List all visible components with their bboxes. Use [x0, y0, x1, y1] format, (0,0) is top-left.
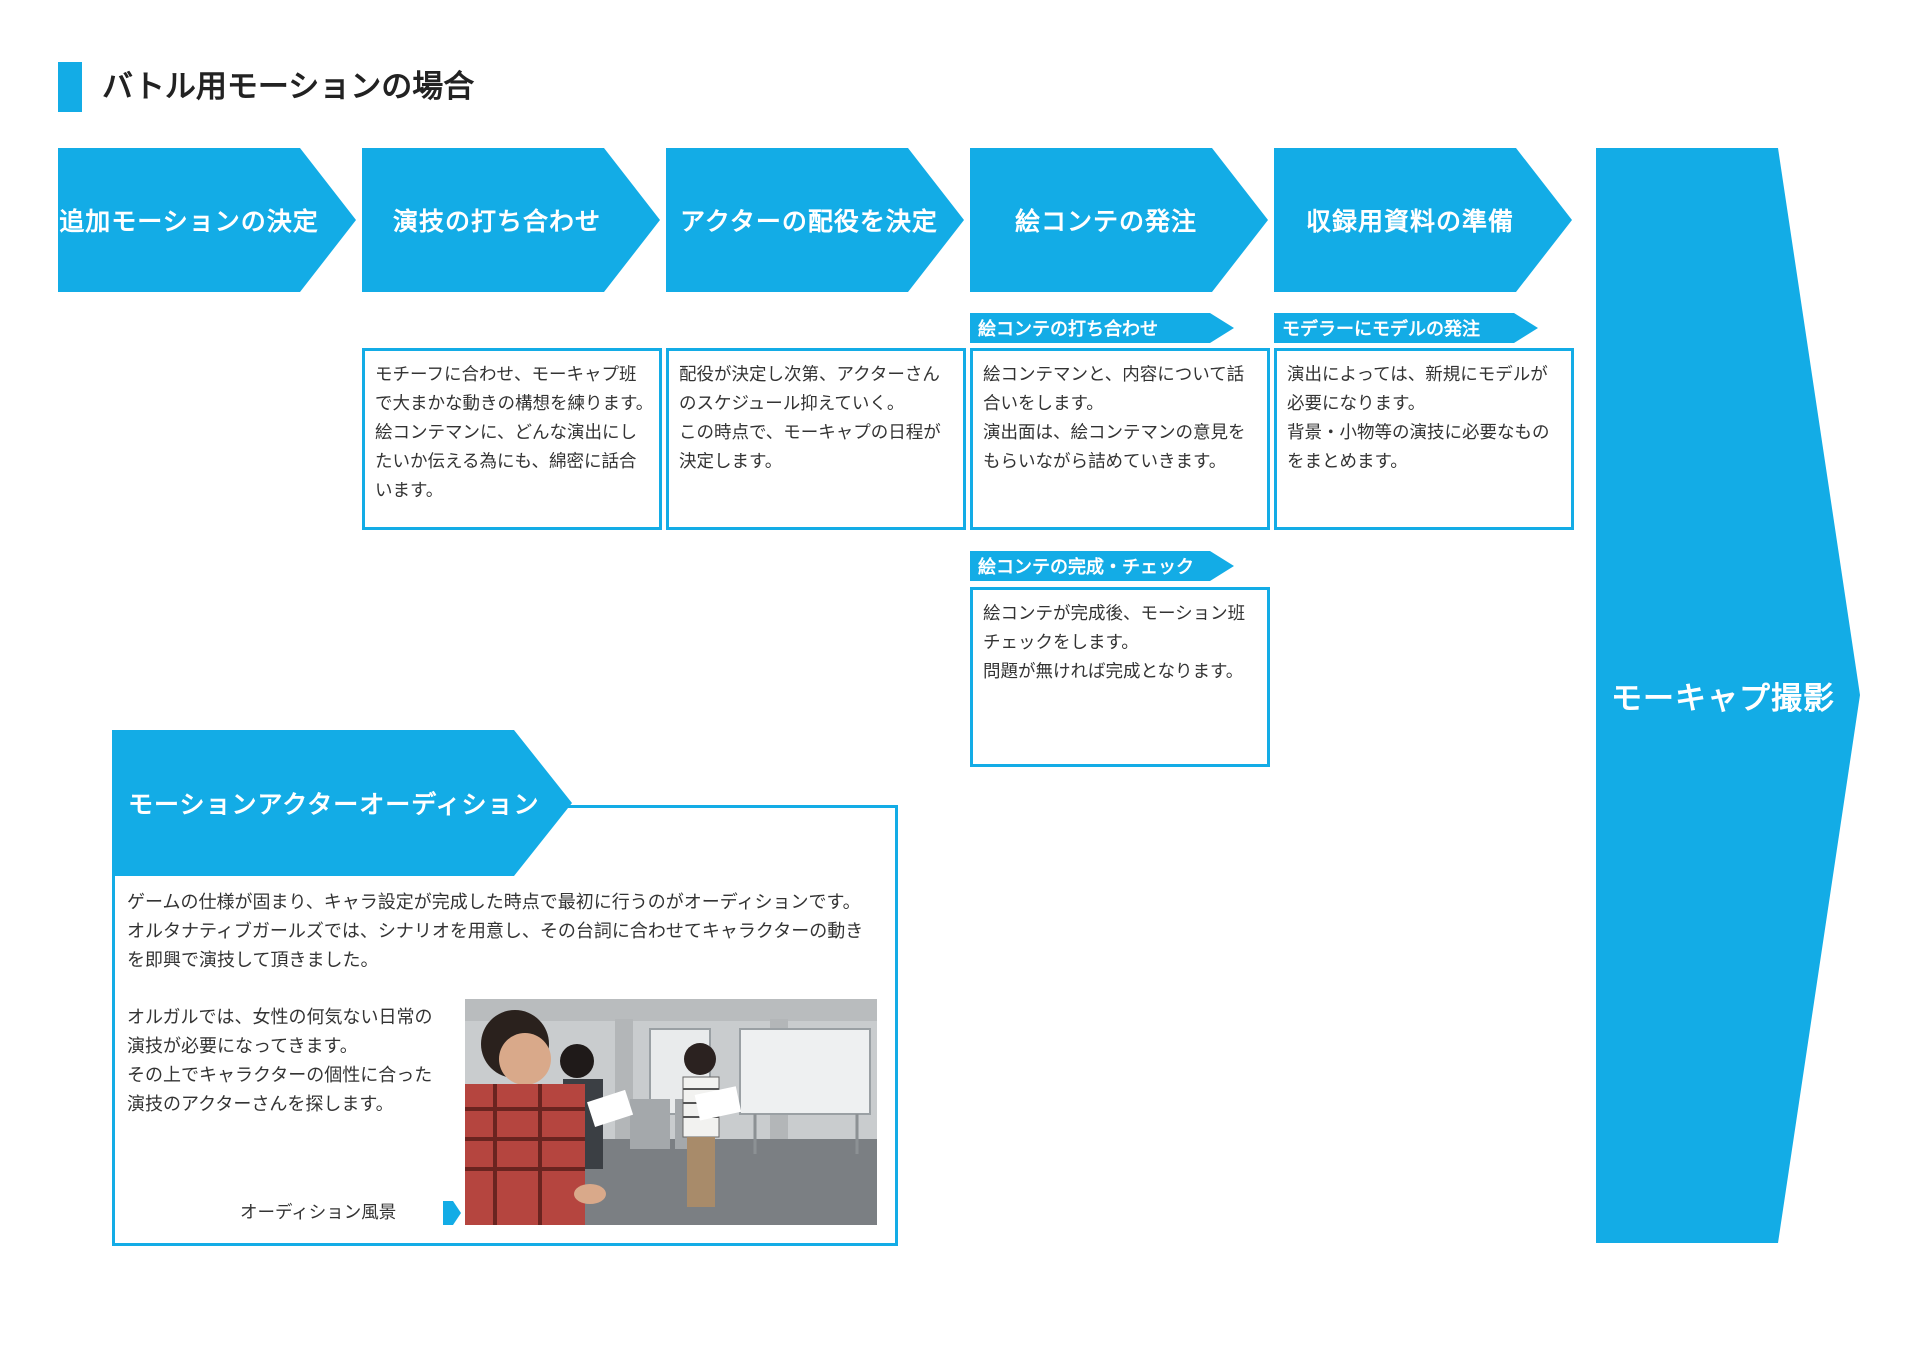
page-title: バトル用モーションの場合	[102, 69, 475, 105]
storyboard-meeting-tag-shape	[970, 313, 1234, 343]
storyboard-meeting-note-line: もらいながら詰めていきます。	[983, 452, 1227, 472]
model-order-note-line: 背景・小物等の演技に必要なもの	[1287, 423, 1550, 443]
audition-photo	[465, 999, 877, 1225]
storyboard-check-tag-shape	[970, 551, 1234, 581]
storyboard-check-tag-label: 絵コンテの完成・チェック	[978, 557, 1194, 578]
model-order-tag-shape	[1274, 313, 1538, 343]
casting-note-line: この時点で、モーキャプの日程が	[679, 423, 941, 443]
step-4-shape	[970, 148, 1268, 292]
photo-caption: オーディション風景	[240, 1203, 397, 1223]
step-5-shape	[1274, 148, 1572, 292]
audition-intro: ゲームの仕様が固まり、キャラ設定が完成した時点で最初に行うのがオーディションです…	[127, 888, 887, 975]
audition-photo-illustration	[465, 999, 877, 1225]
casting-note-line: 配役が決定し次第、アクターさん	[679, 365, 940, 385]
storyboard-check-note: 絵コンテが完成後、モーション班 チェックをします。 問題が無ければ完成となります…	[970, 587, 1270, 767]
model-order-note-line: をまとめます。	[1287, 452, 1408, 472]
caption-arrow-icon	[443, 1201, 461, 1225]
title-accent-bar	[58, 62, 82, 112]
storyboard-meeting-note-line: 合いをします。	[983, 394, 1104, 414]
model-order-note: 演出によっては、新規にモデルが 必要になります。 背景・小物等の演技に必要なもの…	[1274, 348, 1574, 530]
step-1-label: 追加モーションの決定	[59, 207, 319, 236]
storyboard-meeting-tag-label: 絵コンテの打ち合わせ	[978, 319, 1158, 340]
audition-intro-line: ゲームの仕様が固まり、キャラ設定が完成した時点で最初に行うのがオーディションです…	[127, 892, 861, 913]
rehearsal-note-line: 絵コンテマンに、どんな演出にし	[375, 423, 637, 443]
step-2-label: 演技の打ち合わせ	[392, 207, 601, 236]
step-4: 絵コンテの発注	[970, 148, 1268, 292]
audition-intro-line: を即興で演技して頂きました。	[127, 950, 379, 971]
casting-note-line: のスケジュール抑えていく。	[679, 394, 905, 414]
audition-intro-line: オルタナティブガールズでは、シナリオを用意し、その台詞に合わせてキャラクターの動…	[127, 921, 864, 942]
casting-note: 配役が決定し次第、アクターさん のスケジュール抑えていく。 この時点で、モーキャ…	[666, 348, 966, 530]
model-order-note-line: 必要になります。	[1287, 394, 1426, 414]
audition-side-line: 演技が必要になってきます。	[127, 1036, 358, 1057]
final-step: モーキャプ撮影	[1596, 148, 1864, 1243]
rehearsal-note: モチーフに合わせ、モーキャプ班 で大まかな動きの構想を練ります。 絵コンテマンに…	[362, 348, 662, 530]
step-5-label: 収録用資料の準備	[1305, 207, 1514, 236]
step-1-shape	[58, 148, 356, 292]
storyboard-meeting-note: 絵コンテマンと、内容について話 合いをします。 演出面は、絵コンテマンの意見を …	[970, 348, 1270, 530]
audition-side-line: オルガルでは、女性の何気ない日常の	[127, 1007, 433, 1028]
step-2: 演技の打ち合わせ	[362, 148, 660, 292]
audition-side-line: 演技のアクターさんを探します。	[127, 1094, 394, 1115]
storyboard-check-note-line: 絵コンテが完成後、モーション班	[983, 604, 1246, 624]
model-order-tag-label: モデラーにモデルの発注	[1282, 319, 1480, 340]
step-1: 追加モーションの決定	[58, 148, 356, 292]
step-5: 収録用資料の準備	[1274, 148, 1572, 292]
audition-heading-label: モーションアクターオーディション	[128, 790, 540, 819]
casting-note-line: 決定します。	[679, 452, 783, 472]
storyboard-meeting-tag: 絵コンテの打ち合わせ	[970, 313, 1234, 343]
step-3: アクターの配役を決定	[666, 148, 964, 292]
model-order-note-line: 演出によっては、新規にモデルが	[1287, 365, 1548, 385]
step-3-shape	[666, 148, 964, 292]
audition-heading-shape	[112, 730, 572, 876]
audition-side-text: オルガルでは、女性の何気ない日常の 演技が必要になってきます。 その上でキャラク…	[127, 1003, 457, 1119]
rehearsal-note-line: モチーフに合わせ、モーキャプ班	[375, 365, 637, 385]
rehearsal-note-line: います。	[375, 481, 444, 501]
step-4-label: 絵コンテの発注	[1014, 207, 1197, 236]
step-2-shape	[362, 148, 660, 292]
audition-side-line: その上でキャラクターの個性に合った	[127, 1065, 433, 1086]
storyboard-check-note-line: 問題が無ければ完成となります。	[983, 662, 1244, 682]
rehearsal-note-line: たいか伝える為にも、綿密に話合	[375, 452, 637, 472]
final-step-label: モーキャプ撮影	[1611, 681, 1835, 717]
storyboard-check-note-line: チェックをします。	[983, 633, 1139, 653]
storyboard-meeting-note-line: 絵コンテマンと、内容について話	[983, 365, 1245, 385]
audition-heading: モーションアクターオーディション	[112, 730, 572, 876]
storyboard-check-tag: 絵コンテの完成・チェック	[970, 551, 1234, 581]
rehearsal-note-line: で大まかな動きの構想を練ります。	[375, 394, 654, 414]
step-3-label: アクターの配役を決定	[680, 207, 938, 236]
final-step-shape	[1596, 148, 1860, 1243]
storyboard-meeting-note-line: 演出面は、絵コンテマンの意見を	[983, 423, 1246, 443]
model-order-tag: モデラーにモデルの発注	[1274, 313, 1538, 343]
